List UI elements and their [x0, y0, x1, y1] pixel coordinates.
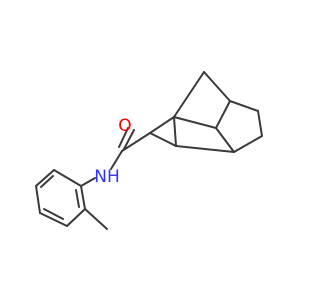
- double-bond: [118, 127, 129, 148]
- bond: [53, 169, 82, 187]
- bond: [215, 100, 231, 129]
- bond: [39, 212, 68, 227]
- double-bond: [123, 129, 135, 150]
- bond: [233, 135, 263, 153]
- aromatic-ring-bonds: [35, 169, 108, 230]
- bond: [203, 71, 231, 102]
- bond: [173, 116, 217, 129]
- bond: [229, 100, 259, 112]
- bond: [215, 127, 235, 153]
- bond: [175, 145, 235, 153]
- bond: [149, 132, 177, 147]
- methyl-bond: [84, 208, 108, 230]
- nitrogen-atom-label: NH: [94, 167, 120, 187]
- bond: [257, 110, 263, 137]
- bond: [173, 71, 205, 118]
- bond: [121, 132, 151, 152]
- oxygen-atom-label: O: [118, 116, 131, 136]
- bond: [149, 116, 175, 134]
- bond: [80, 185, 86, 210]
- bond: [173, 116, 177, 147]
- aromatic-inner-bond: [40, 175, 54, 188]
- tricyclic-ring-bonds: [149, 71, 263, 153]
- bond: [110, 150, 123, 170]
- structure-canvas: O NH: [35, 71, 263, 230]
- bond: [35, 185, 41, 214]
- aromatic-inner-bond: [75, 189, 80, 208]
- amide-bonds: [80, 127, 151, 187]
- aromatic-inner-bond: [43, 208, 64, 220]
- bond: [35, 169, 55, 187]
- molecule-diagram: O NH: [35, 71, 263, 230]
- bond: [66, 208, 86, 227]
- bond: [80, 177, 96, 187]
